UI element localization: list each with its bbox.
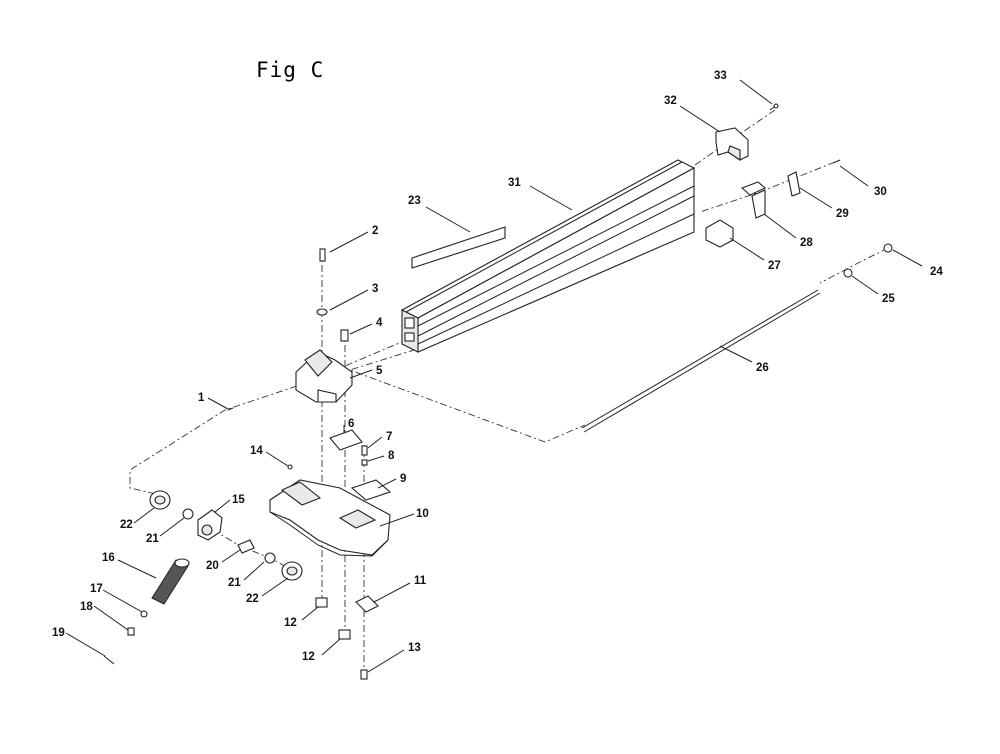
callout-labels: 1 2 3 4 5 6 7 8 9 10 11 12 12 13 14 15 1… — [52, 70, 943, 663]
lock-handle — [151, 558, 190, 605]
assembly-center-lines — [129, 109, 889, 672]
adjustment-rod — [581, 289, 821, 433]
lock-cam — [197, 509, 223, 541]
callout-19: 19 — [52, 627, 65, 639]
top-screw — [319, 248, 326, 262]
callout-12-lower: 12 — [302, 651, 315, 663]
callout-21-right: 21 — [228, 577, 241, 589]
callout-11: 11 — [414, 575, 427, 587]
callout-23: 23 — [408, 195, 421, 207]
bottom-screw — [360, 669, 368, 680]
callout-32: 32 — [664, 95, 677, 107]
callout-17: 17 — [90, 583, 103, 595]
head-pin — [227, 407, 234, 411]
callout-18: 18 — [80, 601, 93, 613]
rear-bracket — [740, 181, 767, 219]
fence-base-casting — [269, 479, 391, 557]
base-screw — [287, 464, 293, 470]
callout-3: 3 — [372, 283, 378, 295]
square-nut-upper — [315, 597, 328, 608]
small-washer-right — [264, 552, 276, 564]
fence-head-casting — [295, 349, 353, 403]
rear-plate — [787, 171, 801, 197]
callout-28: 28 — [800, 237, 813, 249]
head-pad — [329, 429, 363, 451]
handle-screw — [127, 627, 135, 636]
square-nut-lower — [338, 629, 351, 640]
callout-20: 20 — [206, 560, 219, 572]
pad-nut — [361, 459, 368, 466]
callout-27: 27 — [768, 260, 781, 272]
callout-6: 6 — [348, 418, 354, 430]
callout-4: 4 — [376, 317, 383, 329]
callout-9: 9 — [400, 473, 406, 485]
callout-30: 30 — [874, 186, 887, 198]
callout-21-left: 21 — [146, 533, 159, 545]
callout-13: 13 — [408, 642, 421, 654]
callout-33: 33 — [714, 70, 727, 82]
callout-8: 8 — [388, 450, 395, 462]
rear-end-cap — [715, 127, 749, 162]
callout-15: 15 — [232, 494, 245, 506]
small-washer-left — [182, 508, 194, 520]
rear-clamp-block — [705, 219, 734, 248]
fence-rail — [400, 159, 696, 353]
callout-10: 10 — [416, 508, 429, 520]
callout-25: 25 — [882, 293, 895, 305]
figure-title: Fig C — [256, 58, 325, 82]
top-washer — [316, 308, 328, 316]
callout-31: 31 — [508, 177, 521, 189]
lock-plate — [350, 479, 392, 501]
callout-24: 24 — [930, 266, 943, 278]
rear-cap-screw — [769, 103, 779, 111]
handle-pin — [103, 655, 115, 665]
spring-clip — [355, 595, 379, 613]
callout-2: 2 — [372, 225, 378, 237]
scale-label-strip — [411, 226, 506, 269]
rod-washer — [843, 268, 853, 278]
callout-29: 29 — [836, 208, 849, 220]
callout-5: 5 — [376, 365, 383, 377]
callout-22-left: 22 — [120, 519, 133, 531]
handle-washer — [140, 610, 148, 618]
callout-12-upper: 12 — [284, 617, 297, 629]
head-bolt — [340, 329, 349, 342]
callout-7: 7 — [386, 431, 392, 443]
callout-14: 14 — [250, 445, 263, 457]
cam-shaft — [237, 539, 255, 554]
callout-16: 16 — [102, 552, 115, 564]
rear-screw — [832, 159, 841, 164]
large-washer-right — [281, 561, 303, 581]
callout-1: 1 — [198, 392, 205, 404]
callout-22-right: 22 — [246, 593, 259, 605]
large-washer-left — [149, 490, 171, 510]
callout-26: 26 — [756, 362, 769, 374]
pad-screw — [361, 445, 368, 456]
callout-leaders — [65, 79, 923, 673]
rod-nut — [883, 243, 893, 253]
